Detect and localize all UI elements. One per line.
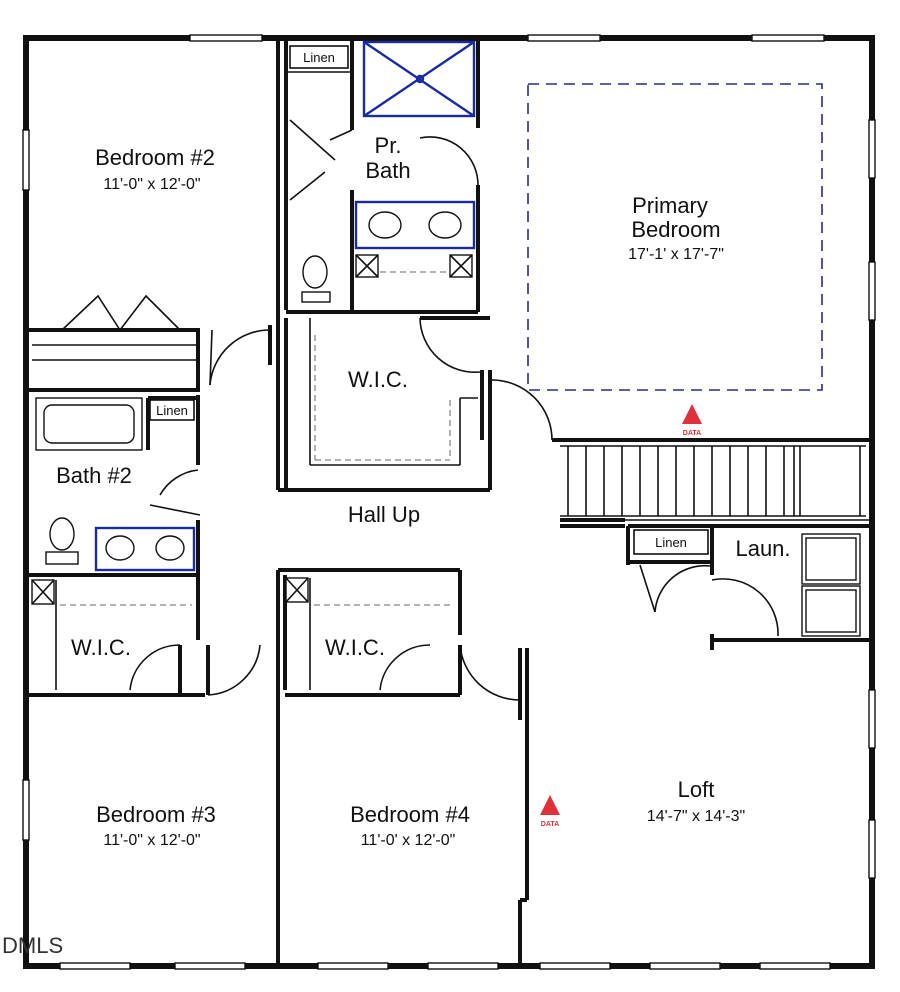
toilet-icon-bath2 [49,517,75,551]
data-marker-loft: DATA [541,821,559,828]
bedroom4-name: Bedroom #4 [350,802,470,827]
data-warning-icon [682,404,702,424]
doors [61,129,779,701]
loft-name: Loft [678,777,715,802]
loft-dims: 14'-7" x 14'-3" [647,808,745,825]
laundry-name: Laun. [735,536,790,561]
vanity-icon [354,200,476,250]
windows [22,34,876,970]
data-markers: DATA DATA [540,404,702,828]
room-labels: Bedroom #2 11'-0" x 12'-0" Primary Bedro… [56,133,790,849]
watermark: DMLS [2,933,63,958]
primary-dims: 17'-1' x 17'-7" [628,246,724,263]
data-marker-primary: DATA [683,430,701,437]
wic-bed3-name: W.I.C. [71,635,131,660]
pr-bath-name-line2: Bath [365,158,410,183]
linen-bath2-label: Linen [156,403,188,418]
bedroom2-dims: 11'-0" x 12'-0" [103,176,200,193]
wic-primary-name: W.I.C. [348,367,408,392]
hall-name: Hall Up [348,502,420,527]
primary-name-line1: Primary [632,193,708,218]
vanity-icon-bath2 [94,526,196,572]
bath2-name: Bath #2 [56,463,132,488]
closet-labels: Linen Linen Linen [149,45,709,555]
linen-laundry-label: Linen [655,535,687,550]
bedroom4-dims: 11'-0' x 12'-0" [361,832,456,849]
fixtures [31,40,861,637]
interior-walls [26,38,872,966]
bedroom2-name: Bedroom #2 [95,145,215,170]
shower-icon [362,40,476,118]
stairs [560,445,866,517]
pr-bath-name-line1: Pr. [375,133,402,158]
toilet-icon [302,255,328,289]
bedroom3-name: Bedroom #3 [96,802,216,827]
bedroom3-dims: 11'-0" x 12'-0" [103,832,200,849]
data-warning-icon [540,795,560,815]
linen-pr-bath-label: Linen [303,50,335,65]
primary-name-line2: Bedroom [631,217,720,242]
wic-bed4-name: W.I.C. [325,635,385,660]
